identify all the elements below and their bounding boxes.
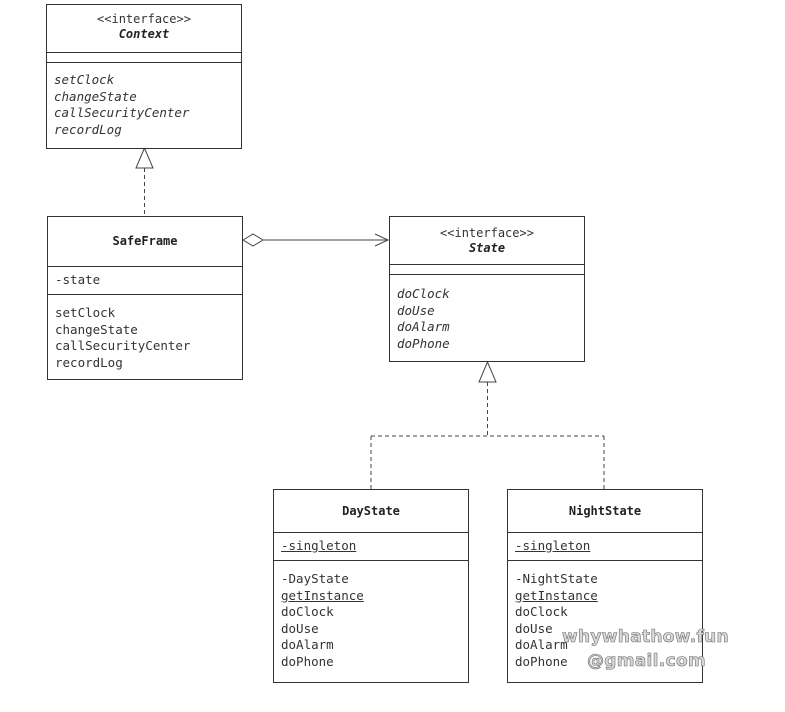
safeframe-attributes-section: -state — [48, 266, 242, 294]
safeframe-field: -state — [55, 272, 101, 287]
state-stereotype: <<interface>> — [440, 226, 534, 240]
safeframe-method: callSecurityCenter — [55, 338, 191, 353]
daystate-attributes-section: -singleton — [274, 532, 468, 560]
safeframe-method: recordLog — [55, 354, 123, 370]
state-attributes-section — [390, 264, 584, 274]
aggregation-diamond — [242, 233, 264, 247]
aggregation-arrowhead — [374, 233, 390, 247]
state-method: doUse — [397, 302, 435, 318]
state-method: doPhone — [397, 335, 450, 351]
realization-arrowhead-context — [135, 146, 154, 169]
daystate-constructor: -DayState — [281, 571, 349, 586]
nightstate-constructor: -NightState — [515, 571, 598, 586]
nightstate-method: doClock — [515, 604, 568, 619]
safeframe-name: SafeFrame — [112, 234, 178, 248]
nightstate-methods-section: -NightState getInstance doClock doUse do… — [508, 560, 702, 670]
daystate-method: getInstance — [281, 587, 364, 603]
context-interface-box: <<interface>> Context setClock changeSta… — [46, 4, 242, 149]
daystate-methods-section: -DayState getInstance doClock doUse doAl… — [274, 560, 468, 670]
context-stereotype: <<interface>> — [97, 12, 191, 26]
safeframe-method: changeState — [55, 321, 138, 337]
daystate-method: doClock — [281, 604, 334, 619]
context-method: callSecurityCenter — [54, 105, 190, 120]
nightstate-method: doAlarm — [515, 637, 568, 652]
daystate-class-box: DayState -singleton -DayState getInstanc… — [273, 489, 469, 683]
nightstate-method: getInstance — [515, 587, 598, 603]
context-method: recordLog — [54, 121, 122, 137]
daystate-name: DayState — [342, 504, 400, 518]
daystate-method: doAlarm — [281, 637, 334, 652]
daystate-method: doPhone — [281, 653, 334, 669]
nightstate-attributes-section: -singleton — [508, 532, 702, 560]
daystate-field: -singleton — [281, 538, 357, 553]
safeframe-methods-section: setClock changeState callSecurityCenter … — [48, 294, 242, 371]
watermark-text-line1: whywhathow.fun — [562, 627, 729, 648]
nightstate-method: doUse — [515, 620, 553, 636]
daystate-method: doUse — [281, 620, 319, 636]
context-method: changeState — [54, 88, 137, 104]
safeframe-class-box: SafeFrame -state setClock changeState ca… — [47, 216, 243, 380]
state-name: State — [468, 241, 506, 255]
nightstate-method: doPhone — [515, 653, 568, 669]
nightstate-name: NightState — [568, 504, 642, 518]
state-interface-box: <<interface>> State doClock doUse doAlar… — [389, 216, 585, 362]
state-methods-section: doClock doUse doAlarm doPhone — [390, 274, 584, 352]
context-methods-section: setClock changeState callSecurityCenter … — [47, 62, 241, 138]
realization-arrowhead-state — [478, 360, 497, 383]
context-method: setClock — [54, 72, 115, 87]
safeframe-method: setClock — [55, 305, 116, 320]
context-attributes-section — [47, 52, 241, 62]
nightstate-field: -singleton — [515, 538, 591, 553]
watermark-text-line2: @gmail.com — [587, 651, 706, 672]
state-method: doAlarm — [397, 319, 450, 334]
state-method: doClock — [397, 286, 450, 301]
nightstate-class-box: NightState -singleton -NightState getIns… — [507, 489, 703, 683]
context-name: Context — [118, 27, 170, 41]
